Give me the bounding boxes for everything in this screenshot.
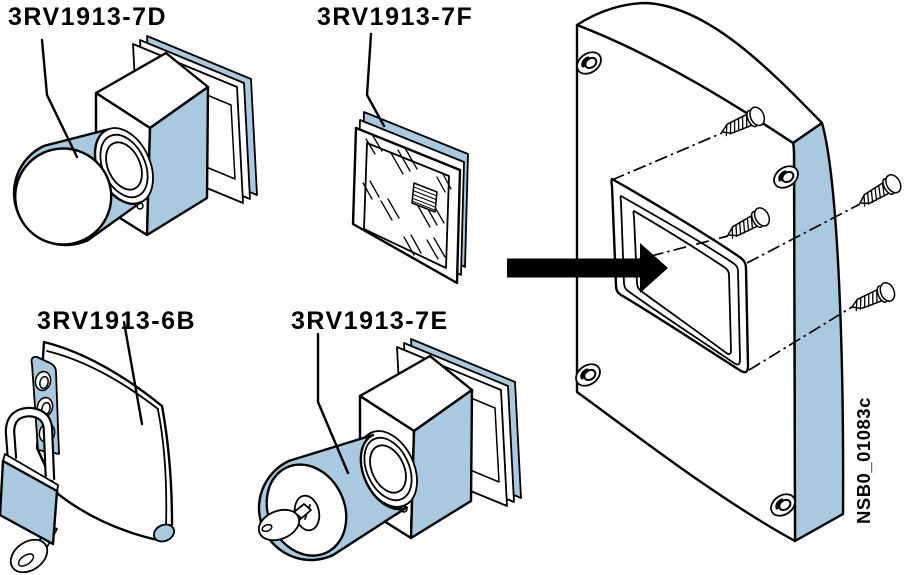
panel-cutout-collar — [610, 177, 750, 374]
rotary-knob — [12, 128, 143, 247]
glass-hatching — [362, 135, 452, 260]
device-3rv1913-7f — [351, 111, 469, 285]
leader-line-6b — [122, 320, 144, 426]
screw-icon — [854, 171, 905, 213]
device-3rv1913-6b — [0, 340, 175, 574]
panel-side-face — [791, 121, 845, 543]
sealing-cover-plate — [35, 340, 174, 543]
part-label-7d: 3RV1913-7D — [8, 3, 168, 31]
inserted-key — [257, 503, 312, 542]
center-line — [748, 306, 853, 371]
padlock-shackle — [4, 406, 56, 481]
insert-direction-arrow-icon — [507, 243, 668, 293]
device-3rv1913-7d — [12, 34, 259, 247]
leader-line-7e — [316, 332, 350, 475]
part-label-6b: 3RV1913-6B — [37, 307, 197, 335]
part-label-7f: 3RV1913-7F — [317, 3, 474, 31]
screw-icon — [847, 279, 899, 317]
label-grille — [411, 182, 438, 213]
leader-line-7f — [365, 32, 386, 128]
padlock-body — [0, 453, 59, 546]
part-label-7e: 3RV1913-7E — [291, 307, 449, 335]
panel-front-face — [575, 23, 797, 543]
hinge-cap — [153, 523, 175, 543]
figure-id: NSB0_01083c — [853, 397, 874, 524]
center-line — [611, 132, 723, 181]
enclosure-door-panel — [570, 1, 905, 543]
leader-line-7d — [40, 38, 79, 159]
device-3rv1913-7e — [257, 337, 523, 562]
center-line — [746, 203, 861, 264]
